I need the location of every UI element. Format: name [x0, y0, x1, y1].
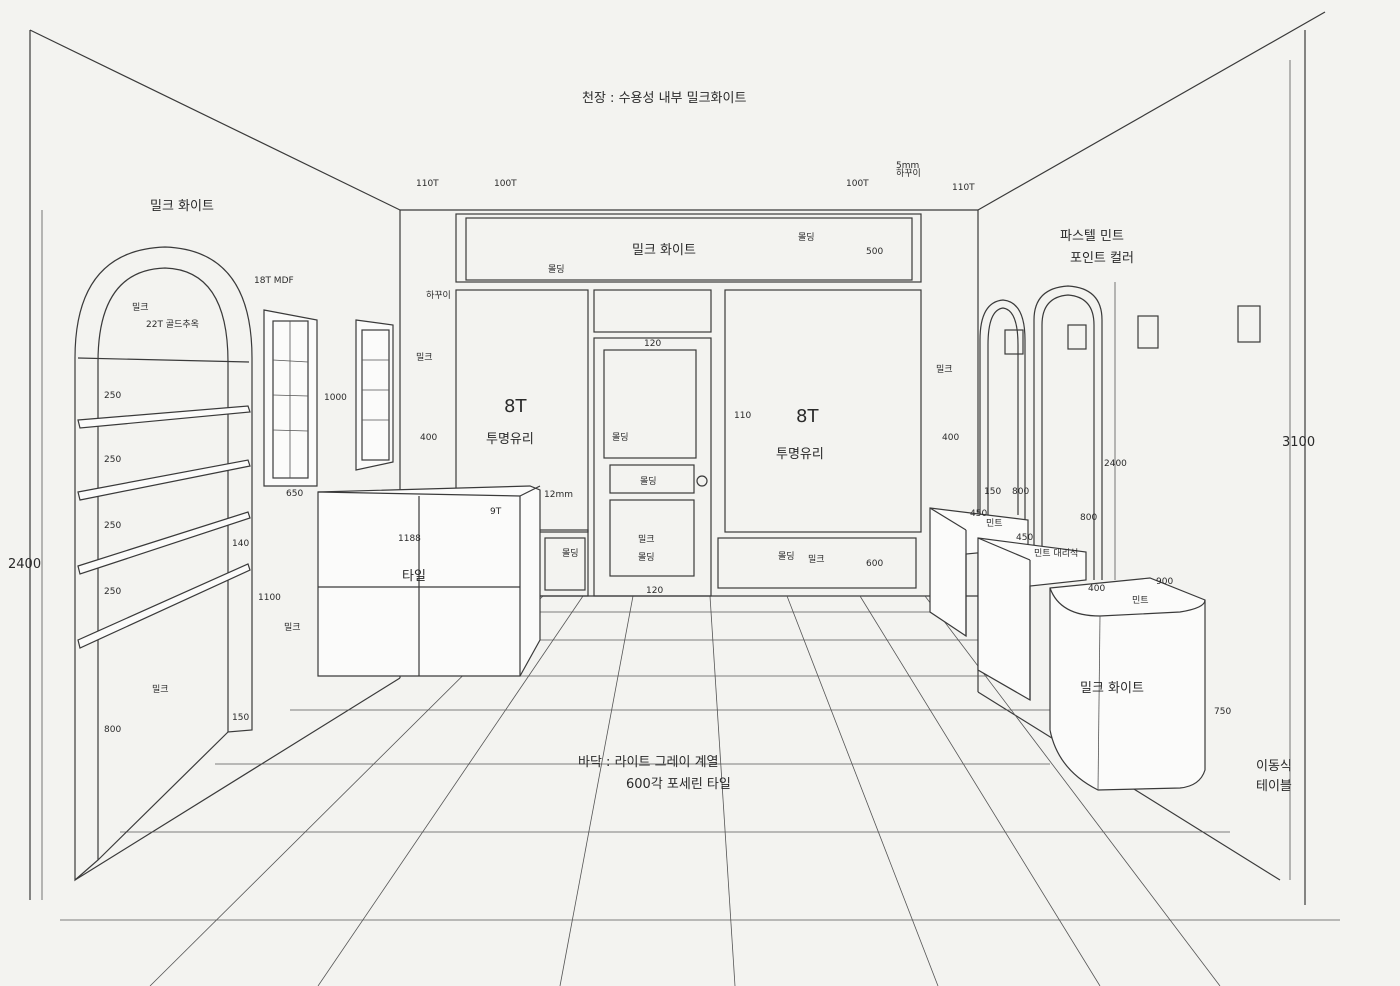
window-1-type: 투명유리 — [486, 432, 534, 447]
labels: 천장 : 수용성 내부 밀크화이트 밀크 화이트 파스텔 민트 포인트 컬러 밀… — [132, 91, 1292, 794]
arch-shelf — [74, 246, 253, 882]
dim-shelf-base-side: 150 — [232, 713, 249, 723]
dim-paint-thk: 5mm — [896, 161, 919, 171]
right-wall-note-1: 파스텔 민트 — [1060, 229, 1124, 244]
panel-milk-1: 밀크 — [284, 621, 301, 633]
dim-pier-right: 400 — [942, 433, 959, 443]
dim-table-length: 900 — [1156, 577, 1173, 587]
dim-pier-left: 400 — [420, 433, 437, 443]
panel-milk-3: 밀크 — [936, 363, 953, 375]
wall-window — [263, 309, 318, 487]
cabinet-1-note: 민트 — [986, 518, 1003, 529]
door-moulding: 몰딩 — [638, 552, 655, 563]
entrance-door — [593, 337, 712, 597]
table-note-1: 이동식 — [1256, 759, 1292, 774]
window-1-glass: 8T — [504, 396, 527, 417]
dim-height-left: 2400 — [8, 557, 41, 572]
dim-shelf-depth: 140 — [232, 539, 249, 549]
dim-cab-height: 800 — [1012, 487, 1029, 497]
lower-panel-color: 밀크 — [808, 553, 825, 565]
paint-note-l: 하꾸이 — [426, 290, 451, 301]
dim-cab-height-2: 800 — [1080, 513, 1097, 523]
shelf-lower: 밀크 — [152, 683, 169, 695]
shelf-title: 밀크 — [132, 301, 149, 313]
dim-arch-height: 2400 — [1104, 459, 1127, 469]
dim-cab-depth: 450 — [970, 509, 987, 519]
dim-door-frame: 110 — [734, 411, 751, 421]
door-moulding-2: 몰딩 — [612, 432, 629, 443]
cabinet-2-note: 민트 대리석 — [1034, 548, 1078, 559]
paint-note-r: 하꾸이 — [896, 168, 921, 179]
dim-transom-thk-2: 100T — [846, 179, 869, 189]
dim-door-bottom: 120 — [646, 586, 663, 596]
ceiling-note: 천장 : 수용성 내부 밀크화이트 — [582, 91, 746, 106]
moulding-low: 몰딩 — [562, 548, 579, 559]
dim-lower-panel: 600 — [866, 559, 883, 569]
floor-note-2: 600각 포세린 타일 — [626, 777, 731, 792]
dim-cab-depth-2: 450 — [1016, 533, 1033, 543]
mobile-table — [1049, 577, 1206, 791]
dim-shelf-4: 250 — [104, 587, 121, 597]
dim-window-sill: 1100 — [258, 593, 281, 603]
left-wall-note: 밀크 화이트 — [150, 199, 214, 214]
right-arches — [979, 285, 1261, 582]
door-color-1: 밀크 — [638, 533, 655, 545]
dimensions: 2400 3100 2400 250 250 250 250 800 150 1… — [8, 60, 1315, 900]
right-cabinets — [929, 507, 1087, 702]
dim-table-height: 750 — [1214, 707, 1231, 717]
dim-transom-height: 500 — [866, 247, 883, 257]
dim-column-right: 110T — [952, 183, 975, 193]
dim-shelf-1: 250 — [104, 391, 121, 401]
dim-shelf-2: 250 — [104, 455, 121, 465]
dim-table-depth: 400 — [1088, 584, 1105, 594]
transom-note: 밀크 화이트 — [632, 243, 696, 258]
counter — [317, 485, 541, 677]
floor-note-1: 바닥 : 라이트 그레이 계열 — [578, 755, 719, 770]
dim-window-height: 1000 — [324, 393, 347, 403]
moulding-mid: 몰딩 — [548, 264, 565, 275]
moulding-top: 몰딩 — [798, 232, 815, 243]
dim-glass-thk: 12mm — [544, 490, 573, 500]
cabinet-3-note: 민트 — [1132, 595, 1149, 606]
dim-door-top: 120 — [644, 339, 661, 349]
window-2-glass: 8T — [796, 406, 819, 427]
dim-window-width: 650 — [286, 489, 303, 499]
dim-cab-base: 150 — [984, 487, 1001, 497]
dim-transom-thk-1: 100T — [494, 179, 517, 189]
wall-niche — [355, 319, 394, 471]
table-color-note: 밀크 화이트 — [1080, 681, 1144, 696]
moulding-right: 몰딩 — [778, 551, 795, 562]
table-note-2: 테이블 — [1256, 779, 1292, 794]
counter-dim: 1188 — [398, 534, 421, 544]
dim-shelf-base: 800 — [104, 725, 121, 735]
dim-height-right: 3100 — [1282, 435, 1315, 450]
counter-note: 타일 — [402, 569, 426, 584]
dim-column-left: 110T — [416, 179, 439, 189]
door-moulding-3: 몰딩 — [640, 476, 657, 487]
dim-shelf-3: 250 — [104, 521, 121, 531]
dim-counter-thk: 9T — [490, 507, 502, 517]
panel-milk-2: 밀크 — [416, 351, 433, 363]
shelf-sub: 22T 골드추옥 — [146, 319, 199, 330]
mdf-note: 18T MDF — [254, 276, 294, 286]
window-2-type: 투명유리 — [776, 447, 824, 462]
right-wall-note-2: 포인트 컬러 — [1070, 251, 1134, 266]
